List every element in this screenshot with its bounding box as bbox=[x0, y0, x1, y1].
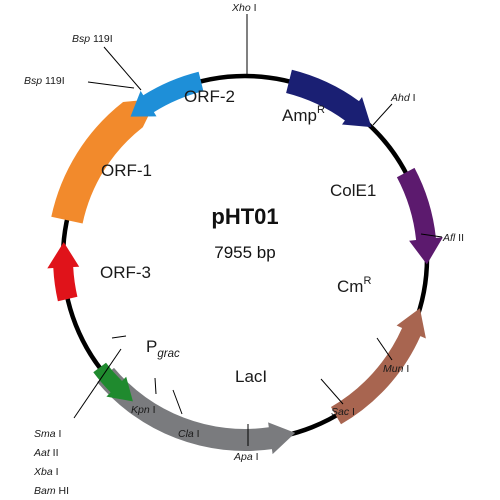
saci-leader bbox=[320, 378, 344, 405]
site-label-aflii: Afl II bbox=[442, 232, 464, 244]
bsp119i-left-leader bbox=[87, 81, 135, 89]
site-label-saci: Sac I bbox=[331, 406, 355, 418]
site-label-xhoi: Xho I bbox=[231, 2, 257, 14]
orf3-arrow bbox=[47, 242, 80, 302]
feature-label-cole1: ColE1 bbox=[330, 181, 376, 200]
bamhi-tick bbox=[111, 335, 127, 339]
cmr-arrow bbox=[331, 308, 426, 425]
site-label-bsp119i-left: Bsp 119I bbox=[24, 75, 65, 87]
ampr-arrow bbox=[286, 69, 372, 128]
laci-arrow bbox=[97, 367, 296, 455]
site-label-ahdi: Ahd I bbox=[390, 92, 416, 104]
plasmid-size: 7955 bp bbox=[214, 243, 275, 262]
muni-leader bbox=[376, 337, 393, 361]
site-label-xbai: Xba I bbox=[33, 466, 59, 478]
cole1-arrow bbox=[396, 167, 443, 265]
site-label-smai: Sma I bbox=[34, 428, 61, 440]
orf1-arrow bbox=[51, 98, 157, 224]
feature-label-cmr: CmR bbox=[337, 275, 371, 296]
orf2-arrow bbox=[130, 71, 204, 117]
site-label-kpni: Kpn I bbox=[131, 404, 156, 416]
site-label-clai: Cla I bbox=[178, 428, 200, 440]
feature-label-orf1: ORF-1 bbox=[101, 161, 152, 180]
site-leaders bbox=[73, 14, 443, 446]
site-label-aatii: Aat II bbox=[33, 447, 59, 459]
feature-label-orf3: ORF-3 bbox=[100, 263, 151, 282]
feature-label-laci: LacI bbox=[235, 367, 267, 386]
ahdi-leader bbox=[372, 103, 393, 126]
site-label-bamhi: Bam HI bbox=[34, 485, 69, 497]
feature-label-ampr: AmpR bbox=[282, 104, 325, 125]
bsp119i-top-leader bbox=[103, 46, 142, 91]
feature-label-pgrac: Pgrac bbox=[146, 337, 180, 360]
pgrac-arrow bbox=[93, 362, 133, 402]
site-label-apai: Apa I bbox=[233, 451, 259, 463]
clai-leader bbox=[172, 389, 183, 415]
smai-leader bbox=[73, 348, 122, 419]
site-label-bsp119i-top: Bsp 119I bbox=[72, 33, 113, 45]
plasmid-name: pHT01 bbox=[211, 204, 278, 229]
aflii-leader bbox=[420, 233, 443, 238]
site-label-muni: Mun I bbox=[383, 363, 409, 375]
kpni-leader bbox=[154, 377, 157, 395]
feature-label-orf2: ORF-2 bbox=[184, 87, 235, 106]
